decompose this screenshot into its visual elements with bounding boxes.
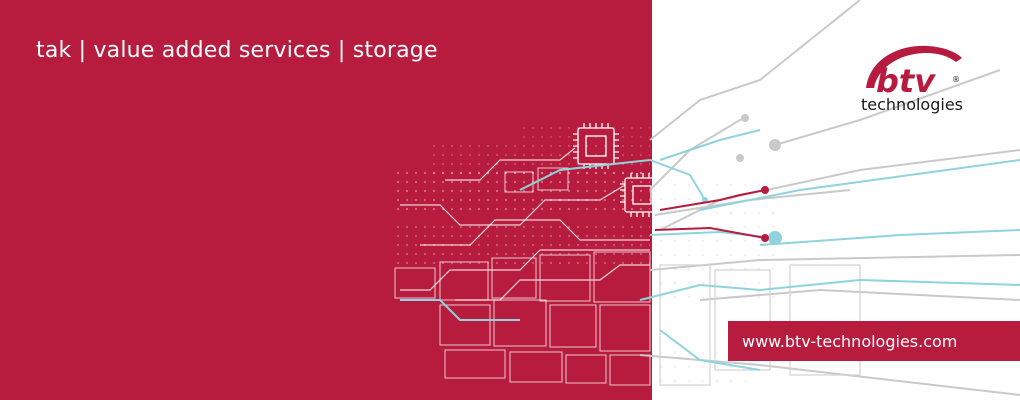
logo-registered: ® — [952, 75, 960, 84]
tagline: tak | value added services | storage — [36, 38, 438, 63]
circuit-traces-cyan — [400, 129, 1020, 371]
chip-icon — [620, 173, 664, 217]
circuit-boxes — [394, 167, 651, 386]
website-url[interactable]: www.btv-technologies.com — [742, 331, 958, 351]
circuit-boxes-gray — [659, 264, 861, 386]
logo-wordmark: btv — [876, 62, 936, 100]
trace-nodes-red — [761, 186, 769, 242]
url-box[interactable]: www.btv-technologies.com — [728, 321, 1020, 361]
logo-subtitle: technologies — [861, 95, 963, 114]
btv-logo: btv ® — [866, 45, 962, 100]
circuit-traces-red — [654, 189, 766, 239]
trace-nodes-cyan — [702, 197, 782, 245]
circuit-traces-white — [400, 147, 650, 301]
logo-arc — [866, 45, 962, 88]
circuit-traces-gray — [639, 0, 1020, 396]
trace-nodes-gray — [736, 114, 781, 162]
